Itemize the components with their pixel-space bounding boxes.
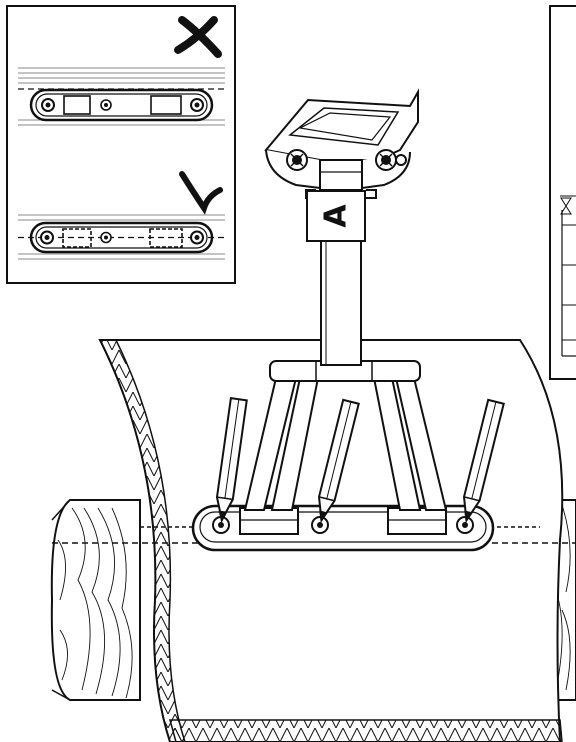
device-mount-head — [264, 88, 419, 199]
aligned-plate-example — [18, 214, 225, 260]
right-detail-panel — [549, 5, 576, 380]
stand-legs — [243, 377, 448, 511]
stand-column — [320, 239, 362, 366]
check-mark-text: ✓ — [0, 0, 1, 1]
wrong-mark-icon: ✕ — [0, 0, 222, 58]
base-plate — [191, 504, 495, 552]
misaligned-plate-example — [18, 67, 225, 126]
pencil-icon — [215, 397, 505, 524]
alignment-inset-panel: ✕ ✓ — [0, 0, 236, 284]
check-mark-icon: ✓ — [0, 0, 223, 215]
wrong-mark-text: ✕ — [0, 0, 1, 1]
part-label-text: A — [319, 204, 354, 228]
part-label-a: A — [306, 190, 366, 242]
